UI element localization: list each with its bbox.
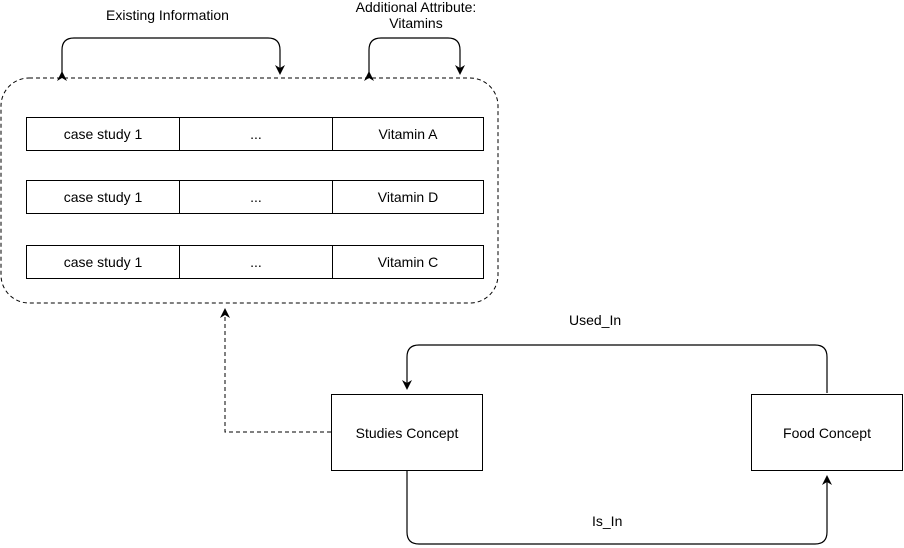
existing-information-bracket <box>57 37 285 81</box>
additional-attribute-bracket <box>364 37 465 81</box>
table-cell-ellipsis: ... <box>179 180 333 214</box>
additional-attribute-label-line2: Vitamins <box>389 15 443 31</box>
additional-attribute-label: Additional Attribute: Vitamins <box>336 0 496 31</box>
table-cell-case: case study 1 <box>26 117 180 151</box>
table-cell-vitamin: Vitamin D <box>332 180 484 214</box>
is-in-label: Is_In <box>592 513 623 529</box>
studies-to-group-dashed-arrow <box>220 308 331 433</box>
table-cell-case: case study 1 <box>26 180 180 214</box>
table-cell-ellipsis: ... <box>179 117 333 151</box>
existing-information-label: Existing Information <box>106 7 229 23</box>
studies-concept-node: Studies Concept <box>331 394 483 471</box>
table-cell-vitamin: Vitamin C <box>332 245 484 279</box>
used-in-label: Used_In <box>569 312 622 328</box>
is-in-edge <box>406 470 832 545</box>
used-in-edge <box>402 344 828 393</box>
additional-attribute-label-line1: Additional Attribute: <box>355 0 477 15</box>
food-concept-node: Food Concept <box>751 394 903 471</box>
table-cell-vitamin: Vitamin A <box>332 117 484 151</box>
table-cell-ellipsis: ... <box>179 245 333 279</box>
table-cell-case: case study 1 <box>26 245 180 279</box>
